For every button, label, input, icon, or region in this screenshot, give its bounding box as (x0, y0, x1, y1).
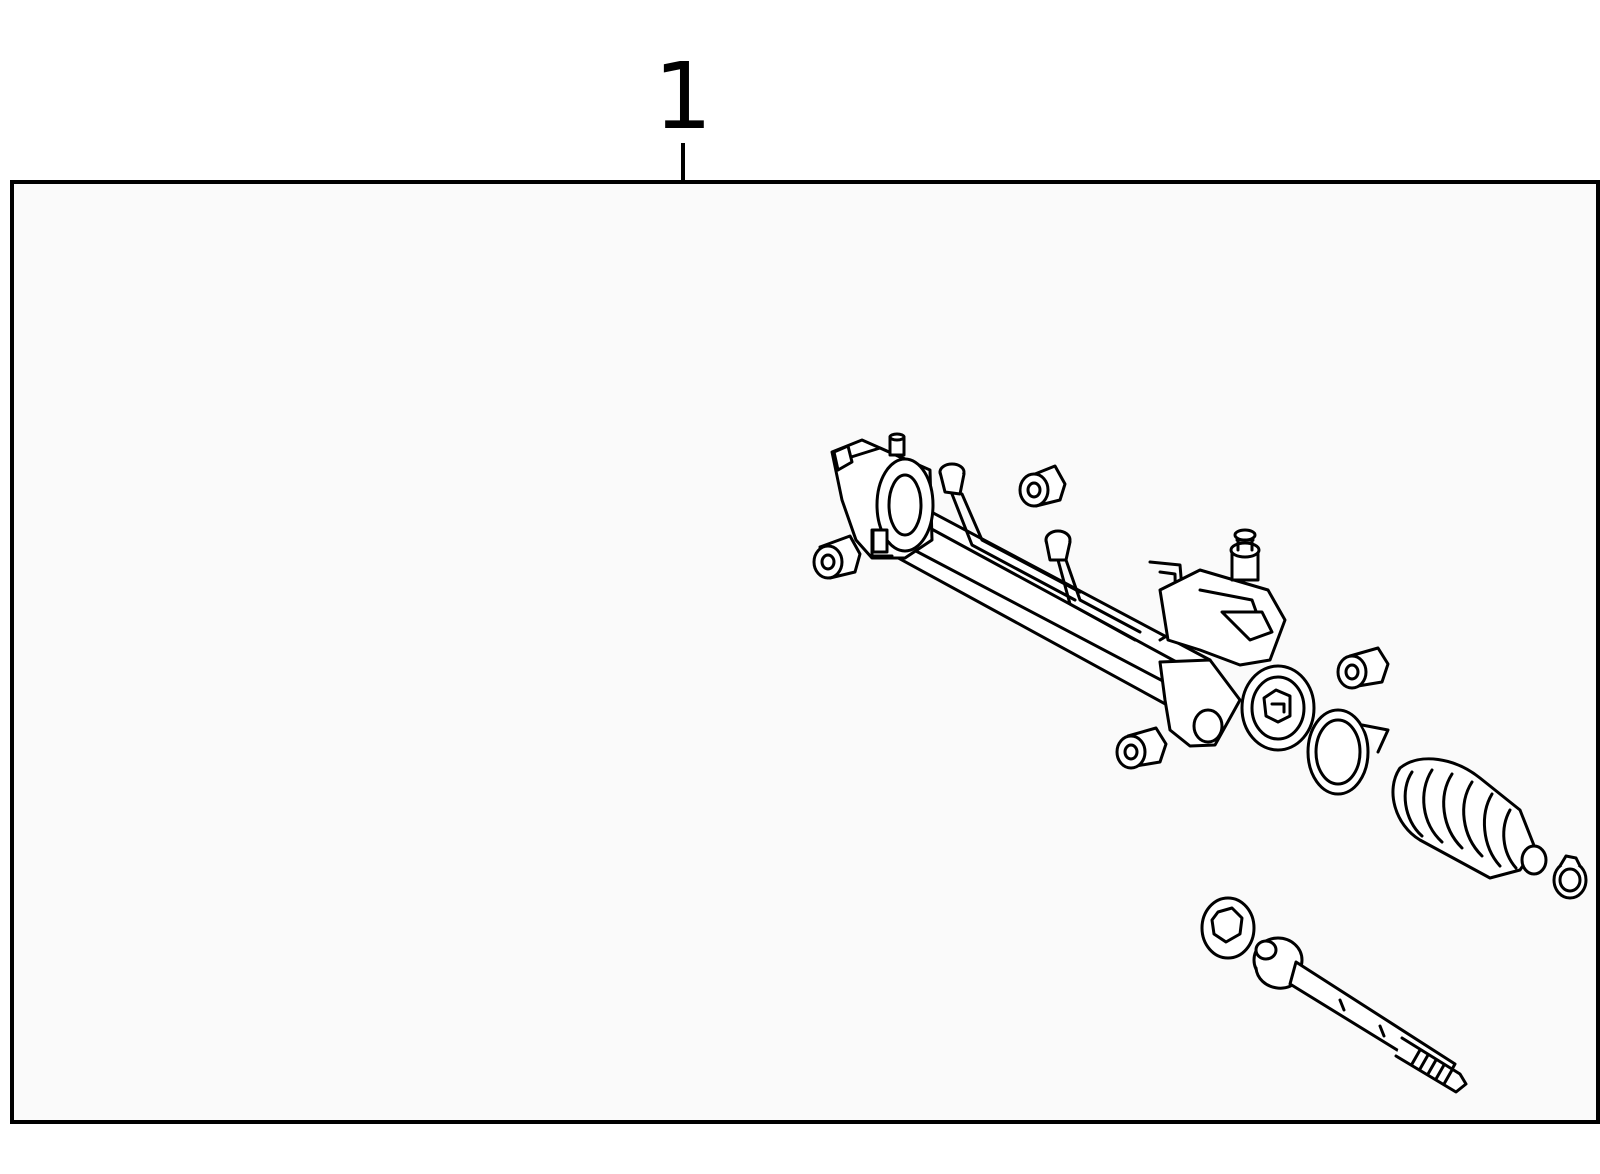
boot-clamp-large[interactable] (1306, 708, 1390, 796)
mount-bushing-right[interactable] (1336, 646, 1390, 690)
rack-housing[interactable] (830, 432, 1316, 752)
mount-bushing-bottom[interactable] (1115, 726, 1168, 770)
assembly-frame (10, 180, 1600, 1124)
rack-boot[interactable] (1391, 757, 1548, 880)
boot-clamp-small[interactable] (1552, 854, 1588, 900)
callout-label-1[interactable]: 1 (654, 43, 713, 150)
mount-bushing-left[interactable] (812, 534, 862, 580)
lock-washer[interactable] (1200, 896, 1256, 960)
mount-bushing-top[interactable] (1018, 464, 1067, 508)
inner-tie-rod[interactable] (1252, 936, 1468, 1094)
